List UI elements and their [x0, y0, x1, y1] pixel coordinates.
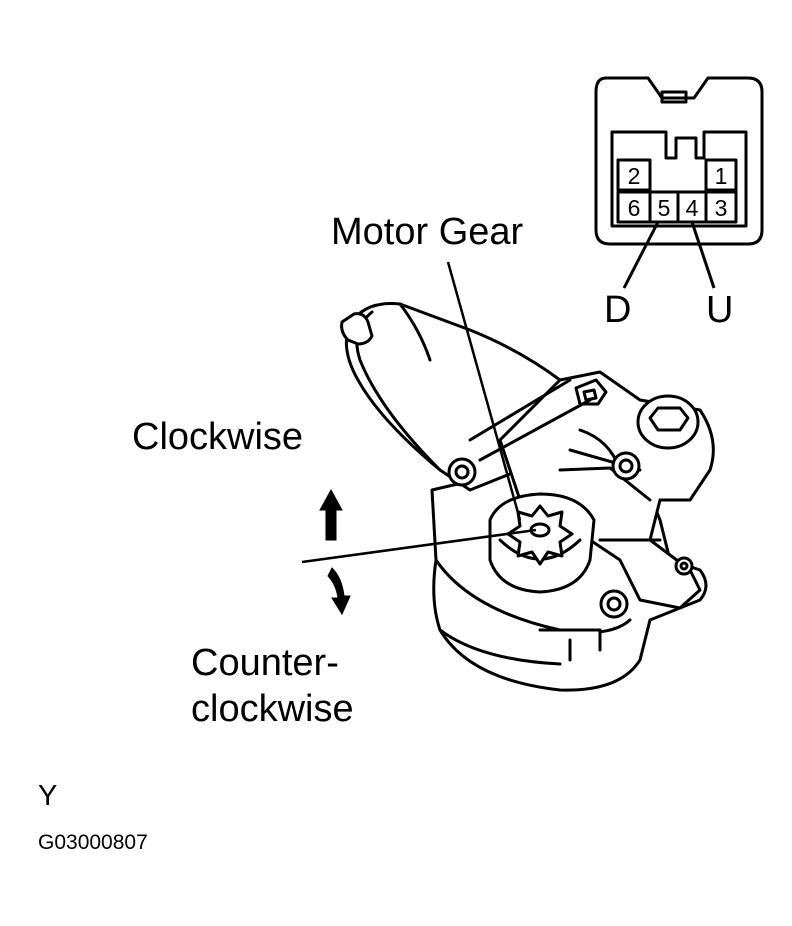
terminal-d-label: D [604, 289, 632, 331]
terminal-leaders [622, 221, 716, 289]
connector-latch [660, 90, 688, 104]
view-letter: Y [38, 780, 58, 812]
gear-axis-leader [301, 528, 537, 564]
leader-d [622, 221, 660, 289]
pin-cell-1 [704, 158, 738, 192]
pin-3-label: 3 [715, 195, 728, 221]
callout-lines [301, 261, 537, 564]
counter-clockwise-arrow-icon [327, 567, 351, 616]
pin-cell-3 [704, 190, 738, 224]
terminal-u-label: U [706, 289, 734, 331]
motor-gear-label: Motor Gear [331, 211, 524, 253]
pin-2-label: 2 [628, 163, 641, 189]
pin-4-label: 4 [686, 195, 699, 221]
screw-boss-left [447, 457, 477, 487]
clockwise-label: Clockwise [132, 416, 304, 458]
power-window-motor [340, 302, 715, 692]
connector-housing [594, 76, 764, 246]
screw-boss-lower [599, 589, 629, 619]
pin-1-label: 1 [715, 163, 728, 189]
connector-cavity [610, 130, 748, 228]
motor-gear-leader [446, 261, 522, 521]
pin-6-label: 6 [628, 195, 641, 221]
figure-code: G03000807 [38, 831, 148, 854]
counter-clockwise-label-line2: clockwise [191, 688, 354, 730]
motor-end-cap [340, 312, 374, 346]
connector [594, 76, 764, 246]
counter-clockwise-label-line1: Counter- [191, 642, 339, 684]
rotation-arrows [319, 488, 351, 616]
pin-5-label: 5 [658, 195, 671, 221]
pin-cell-2 [616, 158, 652, 192]
leader-u [690, 221, 716, 289]
screw-boss-right [674, 556, 694, 576]
screw-boss-center [611, 451, 641, 481]
connector-pin-numbers: 2 1 6 5 4 3 [628, 163, 728, 221]
clockwise-arrow-icon [319, 488, 343, 541]
